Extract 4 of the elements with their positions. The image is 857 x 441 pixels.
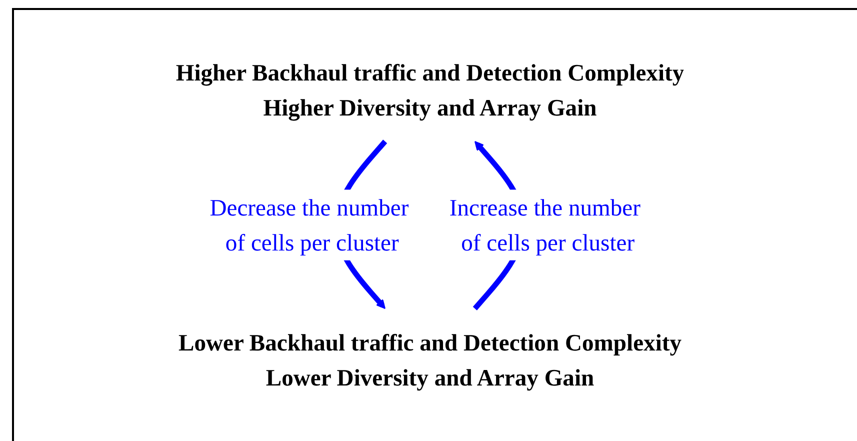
node-text: Lower Backhaul traffic and Detection Complexity Lower Diversity and Array Gain [178,328,682,392]
edge-label: Decrease the number of cells per cluster [210,194,409,256]
node-text: Higher Backhaul traffic and Detection Complexity Higher Diversity and Array Gain [176,58,684,122]
edge-label: Increase the number of cells per cluster [449,194,640,256]
